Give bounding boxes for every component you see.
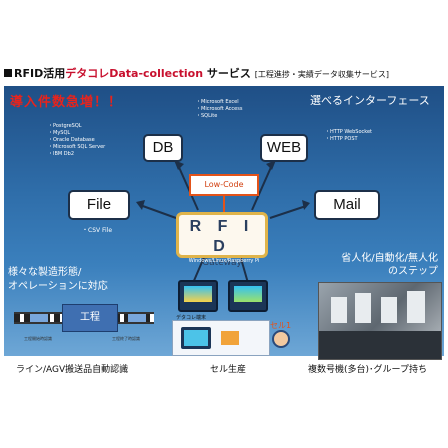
manufacturing-support-text: 様々な製造形態/ オペレーションに対応 [8, 267, 108, 292]
promo-headline: 導入件数急増！！ [10, 95, 123, 110]
cell-tag: セル1 [270, 321, 292, 330]
workpiece-box [221, 331, 239, 345]
bullet-square-icon [4, 69, 12, 77]
file-note: ・CSV File [82, 227, 113, 234]
caption-multi-machine: 複数号機(多台)･グループ持ち [308, 365, 427, 375]
caption-line-agv: ライン/AGV搬送品自動認識 [16, 365, 129, 375]
rfid-gateway: R F I D Gateway [176, 212, 268, 268]
gateway-subtitle: Gateway [202, 258, 242, 268]
terminal-screen [234, 286, 262, 302]
terminal-monitor [228, 280, 268, 312]
web-box: WEB [260, 134, 308, 162]
automation-steps-text: 省人化/自動化/無人化 のステップ [341, 253, 438, 277]
reader-label-start: 工程開始時認識 [24, 336, 52, 341]
terminal-screen [184, 286, 212, 302]
worker-avatar [272, 330, 290, 348]
db-list: ・PostgreSQL ・MySQL ・Oracle Database ・Mic… [48, 123, 106, 157]
file-box: File [68, 190, 130, 220]
tablet-terminal [181, 327, 211, 349]
carrier-item [128, 314, 146, 322]
carrier-item [30, 314, 48, 322]
cell-work-area [172, 320, 270, 356]
page-title: RFID活用デタコレData-collection サービス [工程進捗・実績デ… [4, 66, 444, 82]
conveyor-line-illustration: 工程 [14, 304, 154, 332]
gateway-os: Windows/Linux/Raspberry Pi [188, 258, 260, 264]
terminal-monitor [178, 280, 218, 312]
low-code-badge: Low-Code [189, 174, 259, 196]
interfaces-label: 選べるインターフェース [310, 94, 430, 107]
process-station: 工程 [62, 304, 118, 332]
db-box: DB [143, 134, 183, 162]
reader-label-end: 工程終了時認識 [112, 336, 140, 341]
caption-cell-production: セル生産 [210, 365, 247, 375]
web-list-top: ・Microsoft Excel ・Microsoft Access ・SQLi… [196, 99, 243, 119]
web-list-right: ・HTTP WebSocket ・HTTP POST [325, 129, 373, 142]
mail-box: Mail [314, 190, 380, 220]
terminal-label: デタコレ端末 [176, 315, 207, 321]
gateway-title: R F I D [189, 218, 255, 255]
machines-photo [318, 282, 442, 360]
